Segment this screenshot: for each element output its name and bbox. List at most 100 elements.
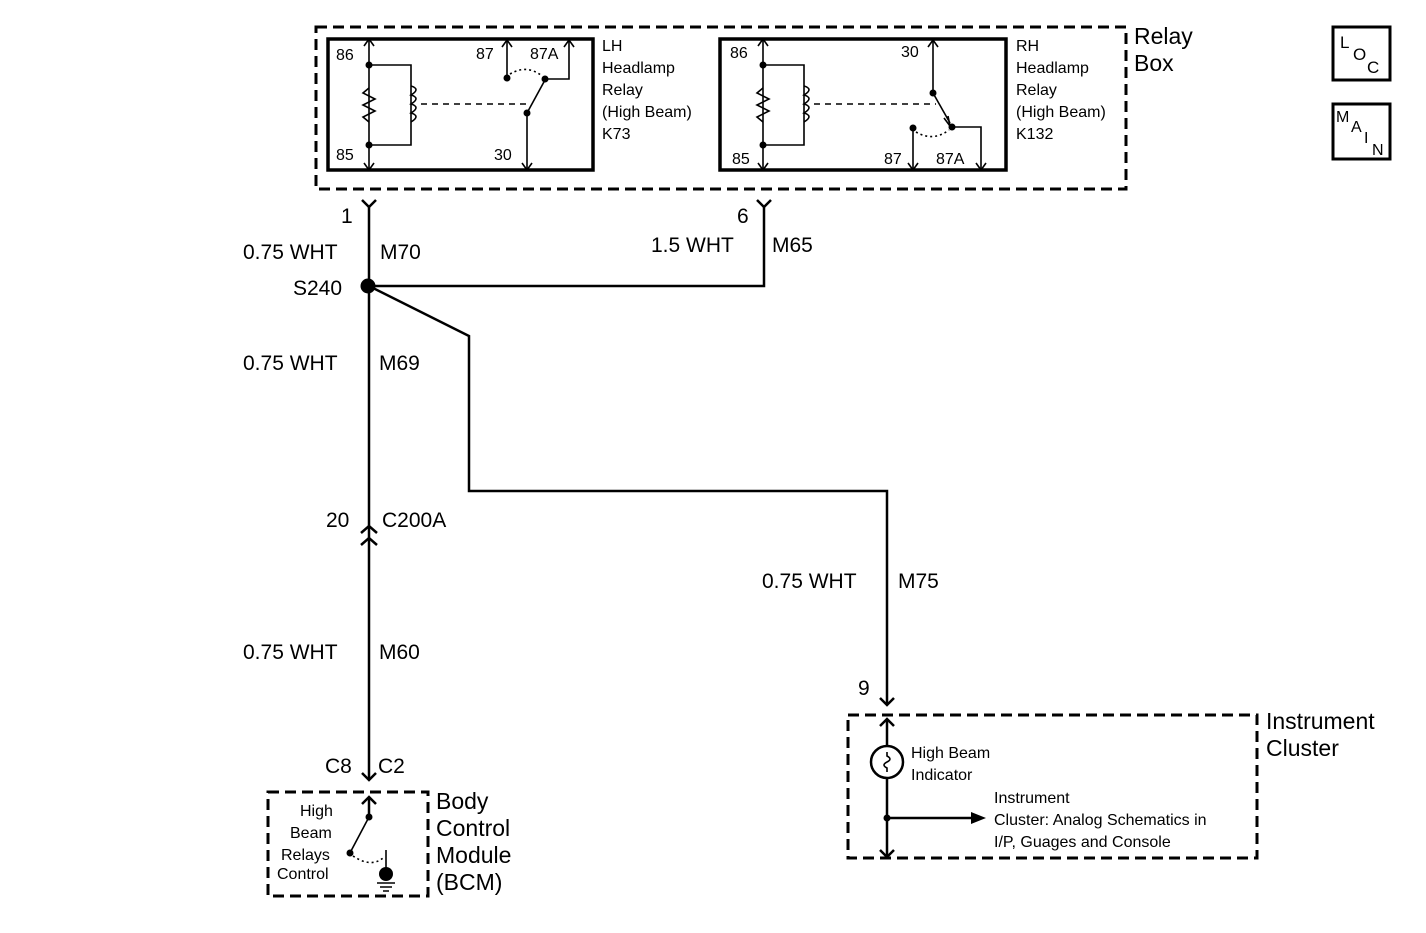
- indicator-label-2: Indicator: [911, 767, 973, 784]
- bcm-terminal-icon: [361, 772, 377, 782]
- main-letter-m: M: [1336, 109, 1349, 126]
- lh-coil-icon: [409, 85, 417, 123]
- wiring: 1 0.75 WHT M70 6 1.5 WHT M65 S240 0.75 W…: [243, 199, 939, 782]
- bcm-label-4: (BCM): [436, 869, 502, 895]
- lh-headlamp-relay: 86 85 87 87A 30: [326, 37, 692, 172]
- instrument-cluster: Instrument Cluster High Beam Indicator I…: [846, 708, 1375, 860]
- pin1-terminal-icon: [361, 199, 377, 209]
- lh-pin86-arrow: [363, 37, 375, 47]
- splice-s240-dot: [360, 278, 376, 294]
- lh-pin85-label: 85: [336, 147, 354, 164]
- indicator-label-1: High Beam: [911, 745, 990, 762]
- m75-gauge: 0.75 WHT: [762, 570, 857, 593]
- lh-relay-label-2: Headlamp: [602, 60, 675, 77]
- lh-pin87a-label: 87A: [530, 46, 559, 63]
- cluster-outline: [846, 713, 1259, 860]
- lh-pin87a-wire: [545, 40, 570, 80]
- body-control-module: High Beam Relays Control Body Control Mo…: [266, 788, 511, 898]
- cluster-label-2: Cluster: [1266, 735, 1339, 761]
- m60-circuit: M60: [379, 641, 420, 664]
- rh-relay-label-3: Relay: [1016, 82, 1057, 99]
- bcm-outline: [266, 790, 430, 898]
- rh-headlamp-relay: 86 85 30 87 87A RH: [718, 37, 1106, 172]
- c200a-label: C200A: [382, 509, 446, 532]
- lh-resistor-icon: [361, 87, 377, 123]
- cluster-output-arrow: [879, 849, 895, 859]
- main-letter-n: N: [1372, 142, 1384, 159]
- pin9-terminal-icon: [879, 697, 895, 707]
- m60-gauge: 0.75 WHT: [243, 641, 338, 664]
- cluster-ref-arrow-icon: [971, 812, 986, 824]
- bcm-label-3: Module: [436, 842, 511, 868]
- rh-pin87a-wire: [952, 126, 982, 170]
- rh-relay-label-5: K132: [1016, 126, 1053, 143]
- loc-letter-l: L: [1340, 33, 1349, 52]
- bcm-label-1: Body: [436, 788, 489, 814]
- lh-pin86-label: 86: [336, 47, 354, 64]
- m75-wire: [368, 284, 889, 705]
- lh-pin85-arrow: [363, 162, 375, 172]
- m65-circuit: M65: [772, 234, 813, 257]
- bcm-label-2: Control: [436, 815, 510, 841]
- cluster-ref-3: I/P, Guages and Console: [994, 834, 1171, 851]
- lh-relay-label-4: (High Beam): [602, 104, 692, 121]
- main-button[interactable]: M A I N: [1331, 102, 1392, 161]
- c2-label: C2: [378, 755, 405, 778]
- rh-resistor-icon: [755, 87, 771, 123]
- bcm-switch-label-3: Relays: [281, 847, 330, 864]
- pin6-terminal-icon: [756, 199, 772, 209]
- ground-icon: [379, 867, 393, 881]
- rh-switch-blade: [932, 92, 951, 124]
- bcm-switch-label-4: Control: [277, 866, 329, 883]
- relay-box-label-line1: Relay: [1134, 23, 1193, 49]
- cluster-label-1: Instrument: [1266, 708, 1375, 734]
- lh-relay-label-5: K73: [602, 126, 631, 143]
- pin1-label: 1: [341, 205, 353, 228]
- cluster-ref-1: Instrument: [994, 790, 1070, 807]
- cluster-ref-2: Cluster: Analog Schematics in: [994, 812, 1207, 829]
- pin6-label: 6: [737, 205, 749, 228]
- rh-pin86-label: 86: [730, 45, 748, 62]
- m69-gauge: 0.75 WHT: [243, 352, 338, 375]
- lh-relay-label-3: Relay: [602, 82, 643, 99]
- lh-coil-frame: [369, 64, 412, 146]
- rh-relay-label-2: Headlamp: [1016, 60, 1089, 77]
- relay-box-label-line2: Box: [1134, 50, 1174, 76]
- relay-box-outline: [314, 25, 1128, 191]
- m75-circuit: M75: [898, 570, 939, 593]
- rh-pin87-label: 87: [884, 151, 902, 168]
- rh-relay-box: [718, 37, 1008, 172]
- relay-box: Relay Box 86 85 87 87A 30: [314, 23, 1193, 191]
- rh-pin30-label: 30: [901, 44, 919, 61]
- c200a-pin-label: 20: [326, 509, 349, 532]
- bcm-switch-label-1: High: [300, 803, 333, 820]
- c8-label: C8: [325, 755, 352, 778]
- m69-circuit: M69: [379, 352, 420, 375]
- loc-letter-o: O: [1353, 45, 1366, 64]
- bcm-switch-blade: [350, 816, 370, 852]
- m70-circuit: M70: [380, 241, 421, 264]
- rh-relay-label-1: RH: [1016, 38, 1039, 55]
- splice-s240-label: S240: [293, 277, 342, 300]
- rh-coil-icon: [802, 85, 810, 123]
- m65-gauge: 1.5 WHT: [651, 234, 734, 257]
- lh-relay-label-1: LH: [602, 38, 622, 55]
- lh-pin30-label: 30: [494, 147, 512, 164]
- loc-button[interactable]: L O C: [1331, 25, 1392, 82]
- lh-switch-blade: [526, 79, 546, 114]
- pin9-label: 9: [858, 677, 870, 700]
- lh-pin87-label: 87: [476, 46, 494, 63]
- main-letter-i: I: [1364, 130, 1368, 147]
- rh-pin87a-label: 87A: [936, 151, 965, 168]
- m65-wire: [369, 207, 766, 288]
- rh-coil-frame: [763, 64, 805, 146]
- main-letter-a: A: [1351, 119, 1362, 136]
- loc-letter-c: C: [1367, 58, 1379, 77]
- rh-relay-label-4: (High Beam): [1016, 104, 1106, 121]
- lh-relay-box: [326, 37, 595, 172]
- m70-gauge: 0.75 WHT: [243, 241, 338, 264]
- bcm-switch-label-2: Beam: [290, 825, 332, 842]
- c200a-connector-icon: [360, 524, 378, 546]
- rh-pin85-label: 85: [732, 151, 750, 168]
